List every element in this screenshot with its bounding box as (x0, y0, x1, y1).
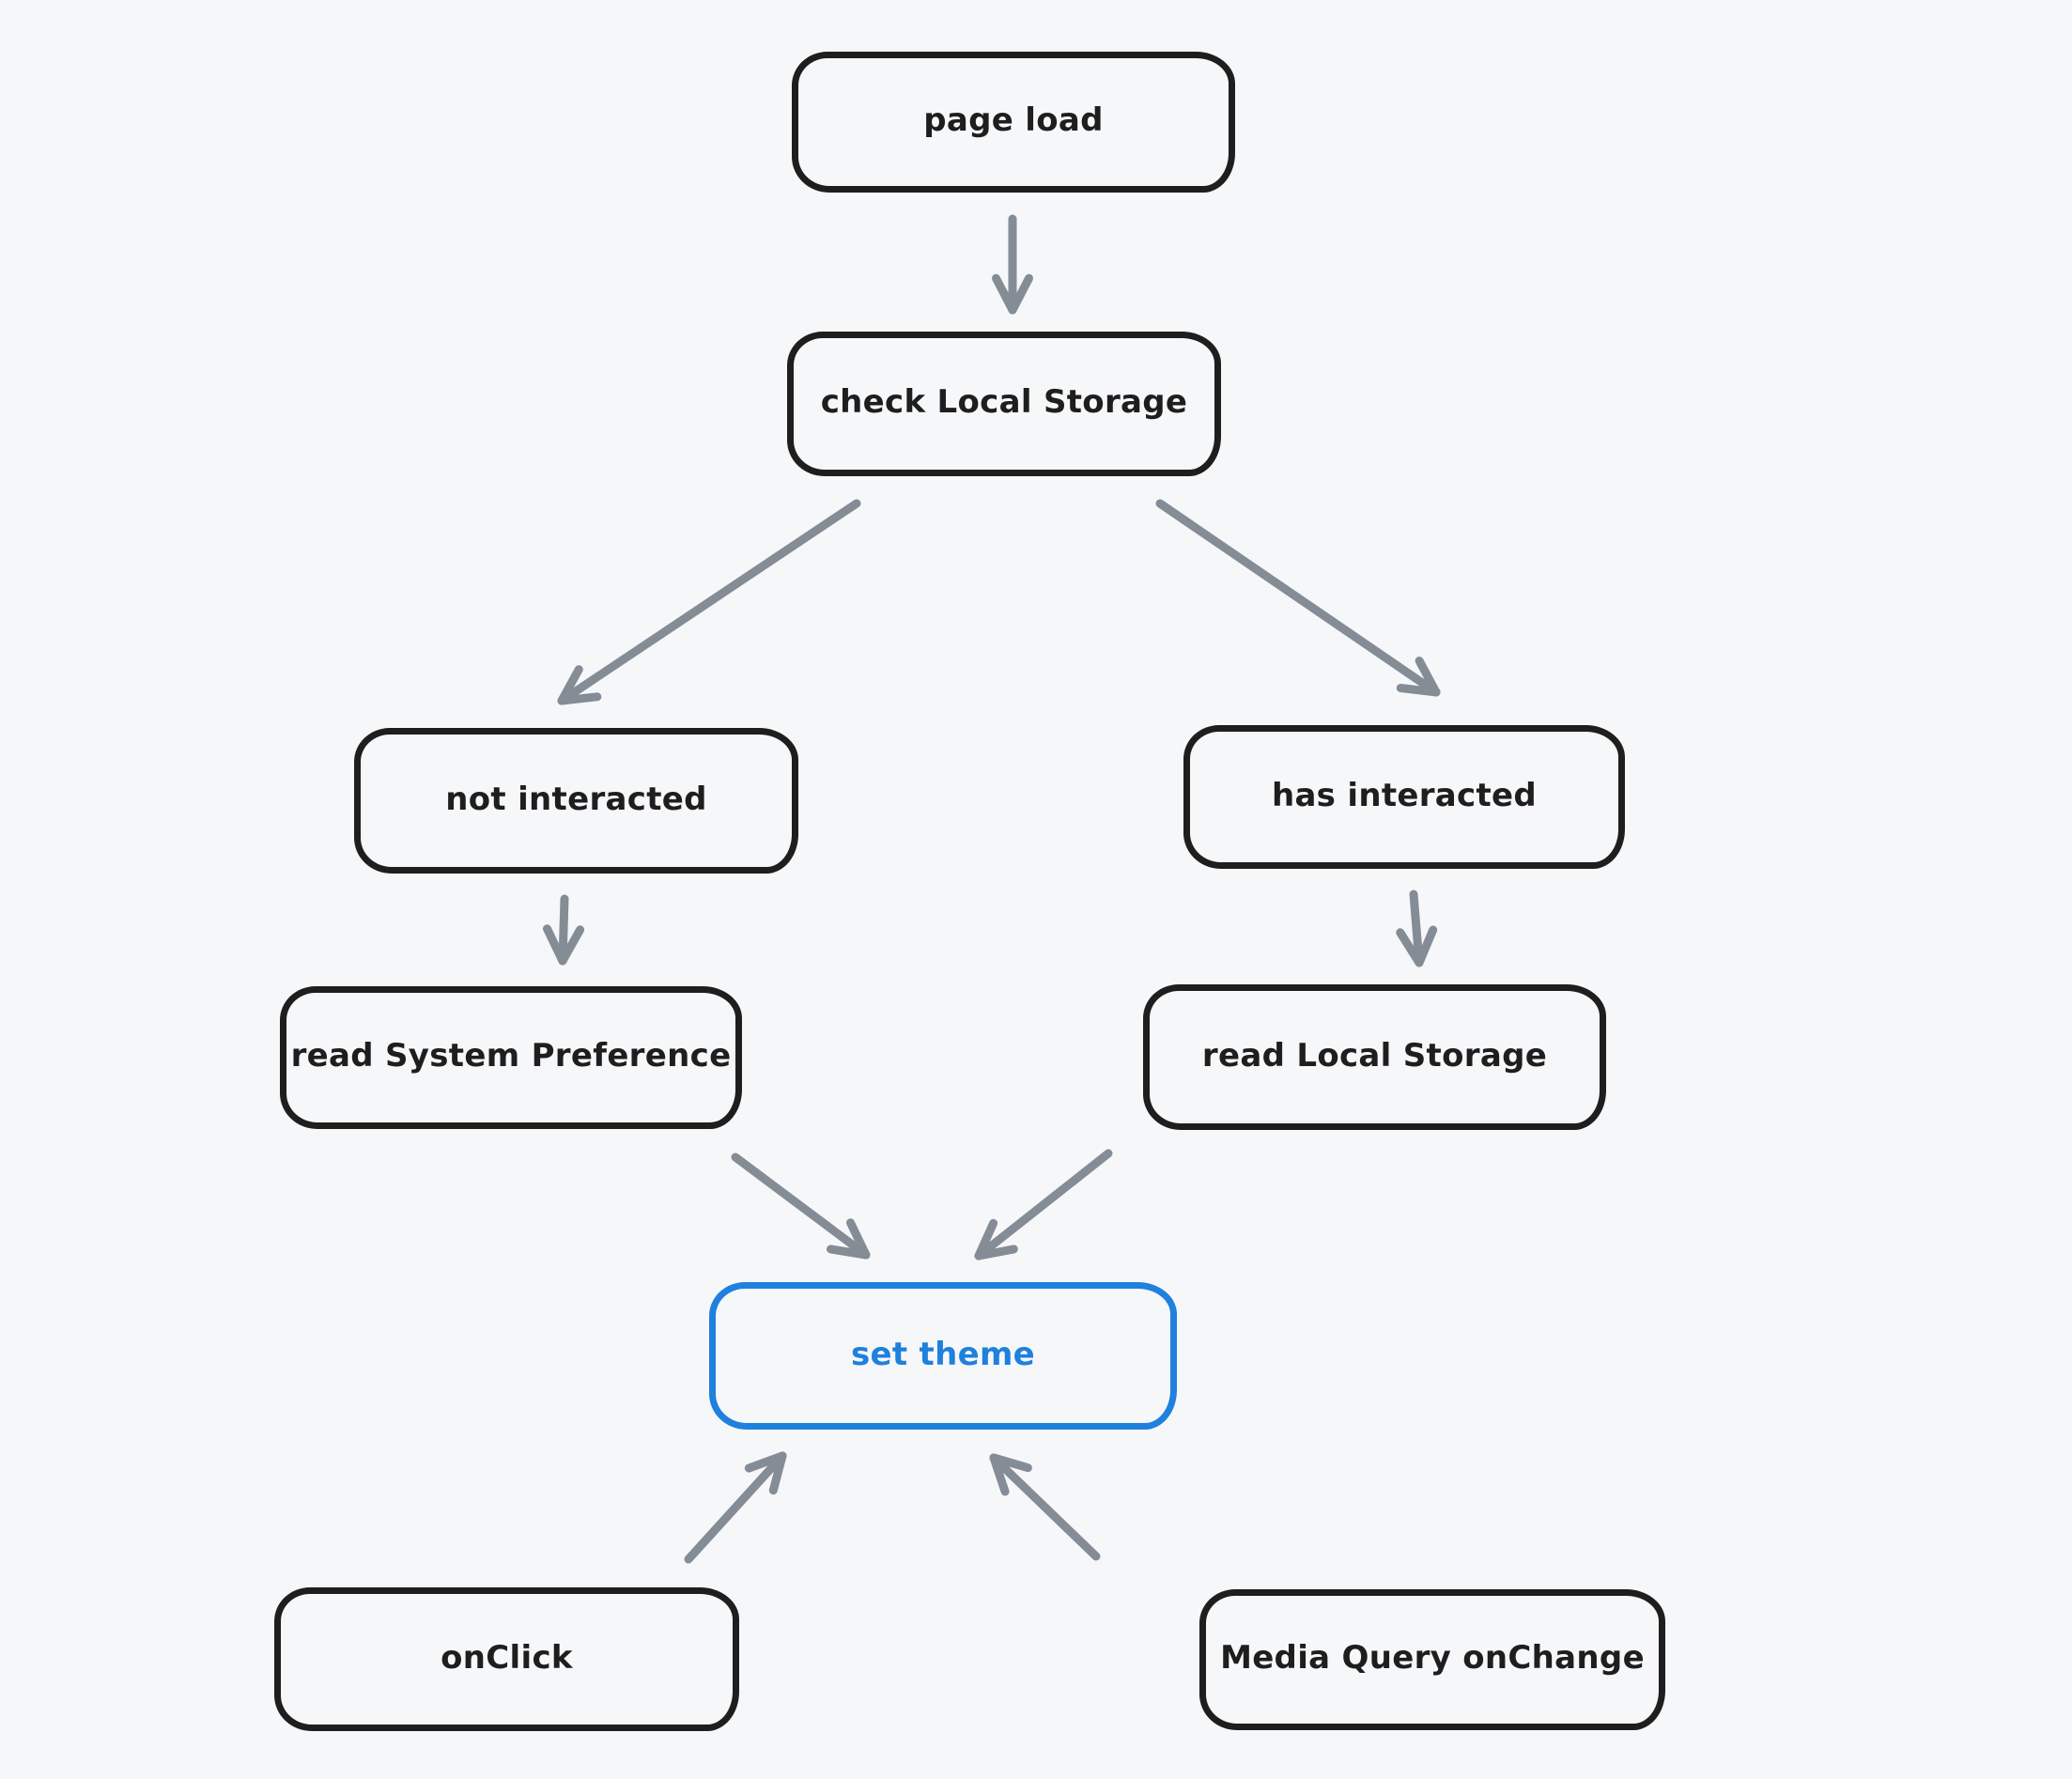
arrow-media-query-onchange-to-set-theme (989, 1453, 1101, 1561)
arrow-has-interacted-to-read-local-storage (1396, 890, 1438, 967)
arrow-read-local-storage-to-set-theme (974, 1149, 1113, 1261)
node-label: onClick (441, 1638, 573, 1677)
arrow-not-interacted-to-read-system-preference (543, 894, 585, 966)
arrow-read-system-preference-to-set-theme (731, 1152, 871, 1260)
node-label: Media Query onChange (1220, 1639, 1645, 1677)
arrow-page-load-to-check-local-storage (992, 214, 1033, 315)
node-media-query-onchange: Media Query onChange (1199, 1589, 1665, 1730)
node-label: page load (923, 101, 1104, 139)
arrow-check-local-storage-to-not-interacted (557, 499, 861, 705)
node-onclick: onClick (274, 1587, 739, 1731)
node-has-interacted: has interacted (1183, 725, 1625, 869)
node-label: check Local Storage (820, 383, 1188, 421)
node-label: read Local Storage (1201, 1036, 1548, 1075)
node-label: set theme (850, 1335, 1036, 1373)
arrow-check-local-storage-to-has-interacted (1155, 499, 1441, 697)
node-label: read System Preference (290, 1037, 732, 1075)
node-label: not interacted (445, 780, 707, 818)
node-check-local-storage: check Local Storage (787, 332, 1221, 476)
node-page-load: page load (792, 52, 1235, 193)
arrow-onclick-to-set-theme (684, 1451, 787, 1564)
node-not-interacted: not interacted (354, 728, 798, 874)
node-label: has interacted (1271, 776, 1538, 814)
node-read-system-preference: read System Preference (280, 986, 742, 1129)
node-set-theme: set theme (709, 1282, 1177, 1430)
node-read-local-storage: read Local Storage (1143, 984, 1606, 1130)
